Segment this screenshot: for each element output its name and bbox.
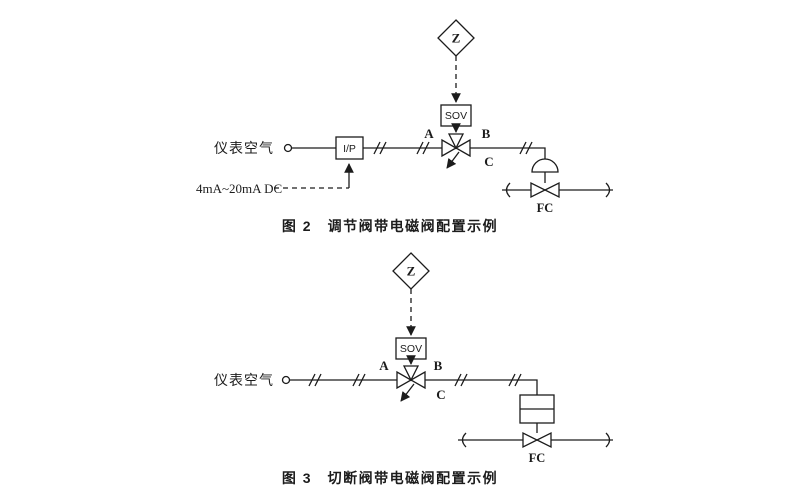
pneumatic-line-mark [308,373,322,387]
valve-right-triangle [543,181,560,199]
port-b-label: B [482,126,491,141]
pneumatic-line-mark [352,373,366,387]
port-a-label: A [424,126,434,141]
port-a-label: A [379,358,389,373]
ip-converter-label: I/P [343,143,356,155]
vent-arrow [446,151,460,169]
solenoid-tag-letter: Z [452,31,461,46]
valve-left-triangle [441,138,458,158]
figure-2-control-valve-diagram: Z SOV 仪表空气 I/P A B C [196,19,613,234]
pneumatic-line-mark [508,373,522,387]
control-valve-body [530,181,560,199]
port-c-label: C [436,387,445,402]
pipe-break-left [461,432,467,448]
pipe-break-right [605,432,611,448]
figure-3-caption: 图 3 切断阀带电磁阀配置示例 [282,470,498,486]
instrument-air-label: 仪表空气 [214,372,274,388]
sov-label: SOV [445,110,467,122]
current-signal-label: 4mA~20mA DC [196,181,282,196]
figure-3-shutoff-valve-diagram: Z SOV 仪表空气 A B C [214,252,613,486]
pipe-break-right [605,182,611,198]
fail-close-label: FC [537,201,554,215]
figure-2-caption: 图 2 调节阀带电磁阀配置示例 [282,218,498,234]
valve-right-triangle [535,431,552,449]
pneumatic-line-mark [454,373,468,387]
pneumatic-line-mark [373,141,387,155]
valve-left-triangle [530,181,547,199]
valve-top-triangle [447,133,465,150]
port-b-label: B [434,358,443,373]
solenoid-tag-letter: Z [407,264,416,279]
pneumatic-line-mark [416,141,430,155]
three-way-valve [441,133,471,158]
fail-close-label: FC [529,451,546,465]
vent-arrow [400,383,415,402]
valve-top-triangle [402,365,420,382]
sov-label: SOV [400,343,422,355]
air-line-valve-to-actuator [470,147,546,161]
pipe-break-left [505,182,511,198]
valve-left-triangle [522,431,539,449]
three-way-valve [396,365,426,390]
shutoff-valve-body [522,431,552,449]
pneumatic-line-mark [519,141,533,155]
instrument-air-label: 仪表空气 [214,140,274,156]
diaphragm-actuator [531,158,559,173]
port-c-label: C [484,154,493,169]
air-source-circle [281,375,291,385]
air-line-valve-to-actuator [425,379,538,395]
air-source-circle [283,143,293,153]
valve-left-triangle [396,370,413,390]
